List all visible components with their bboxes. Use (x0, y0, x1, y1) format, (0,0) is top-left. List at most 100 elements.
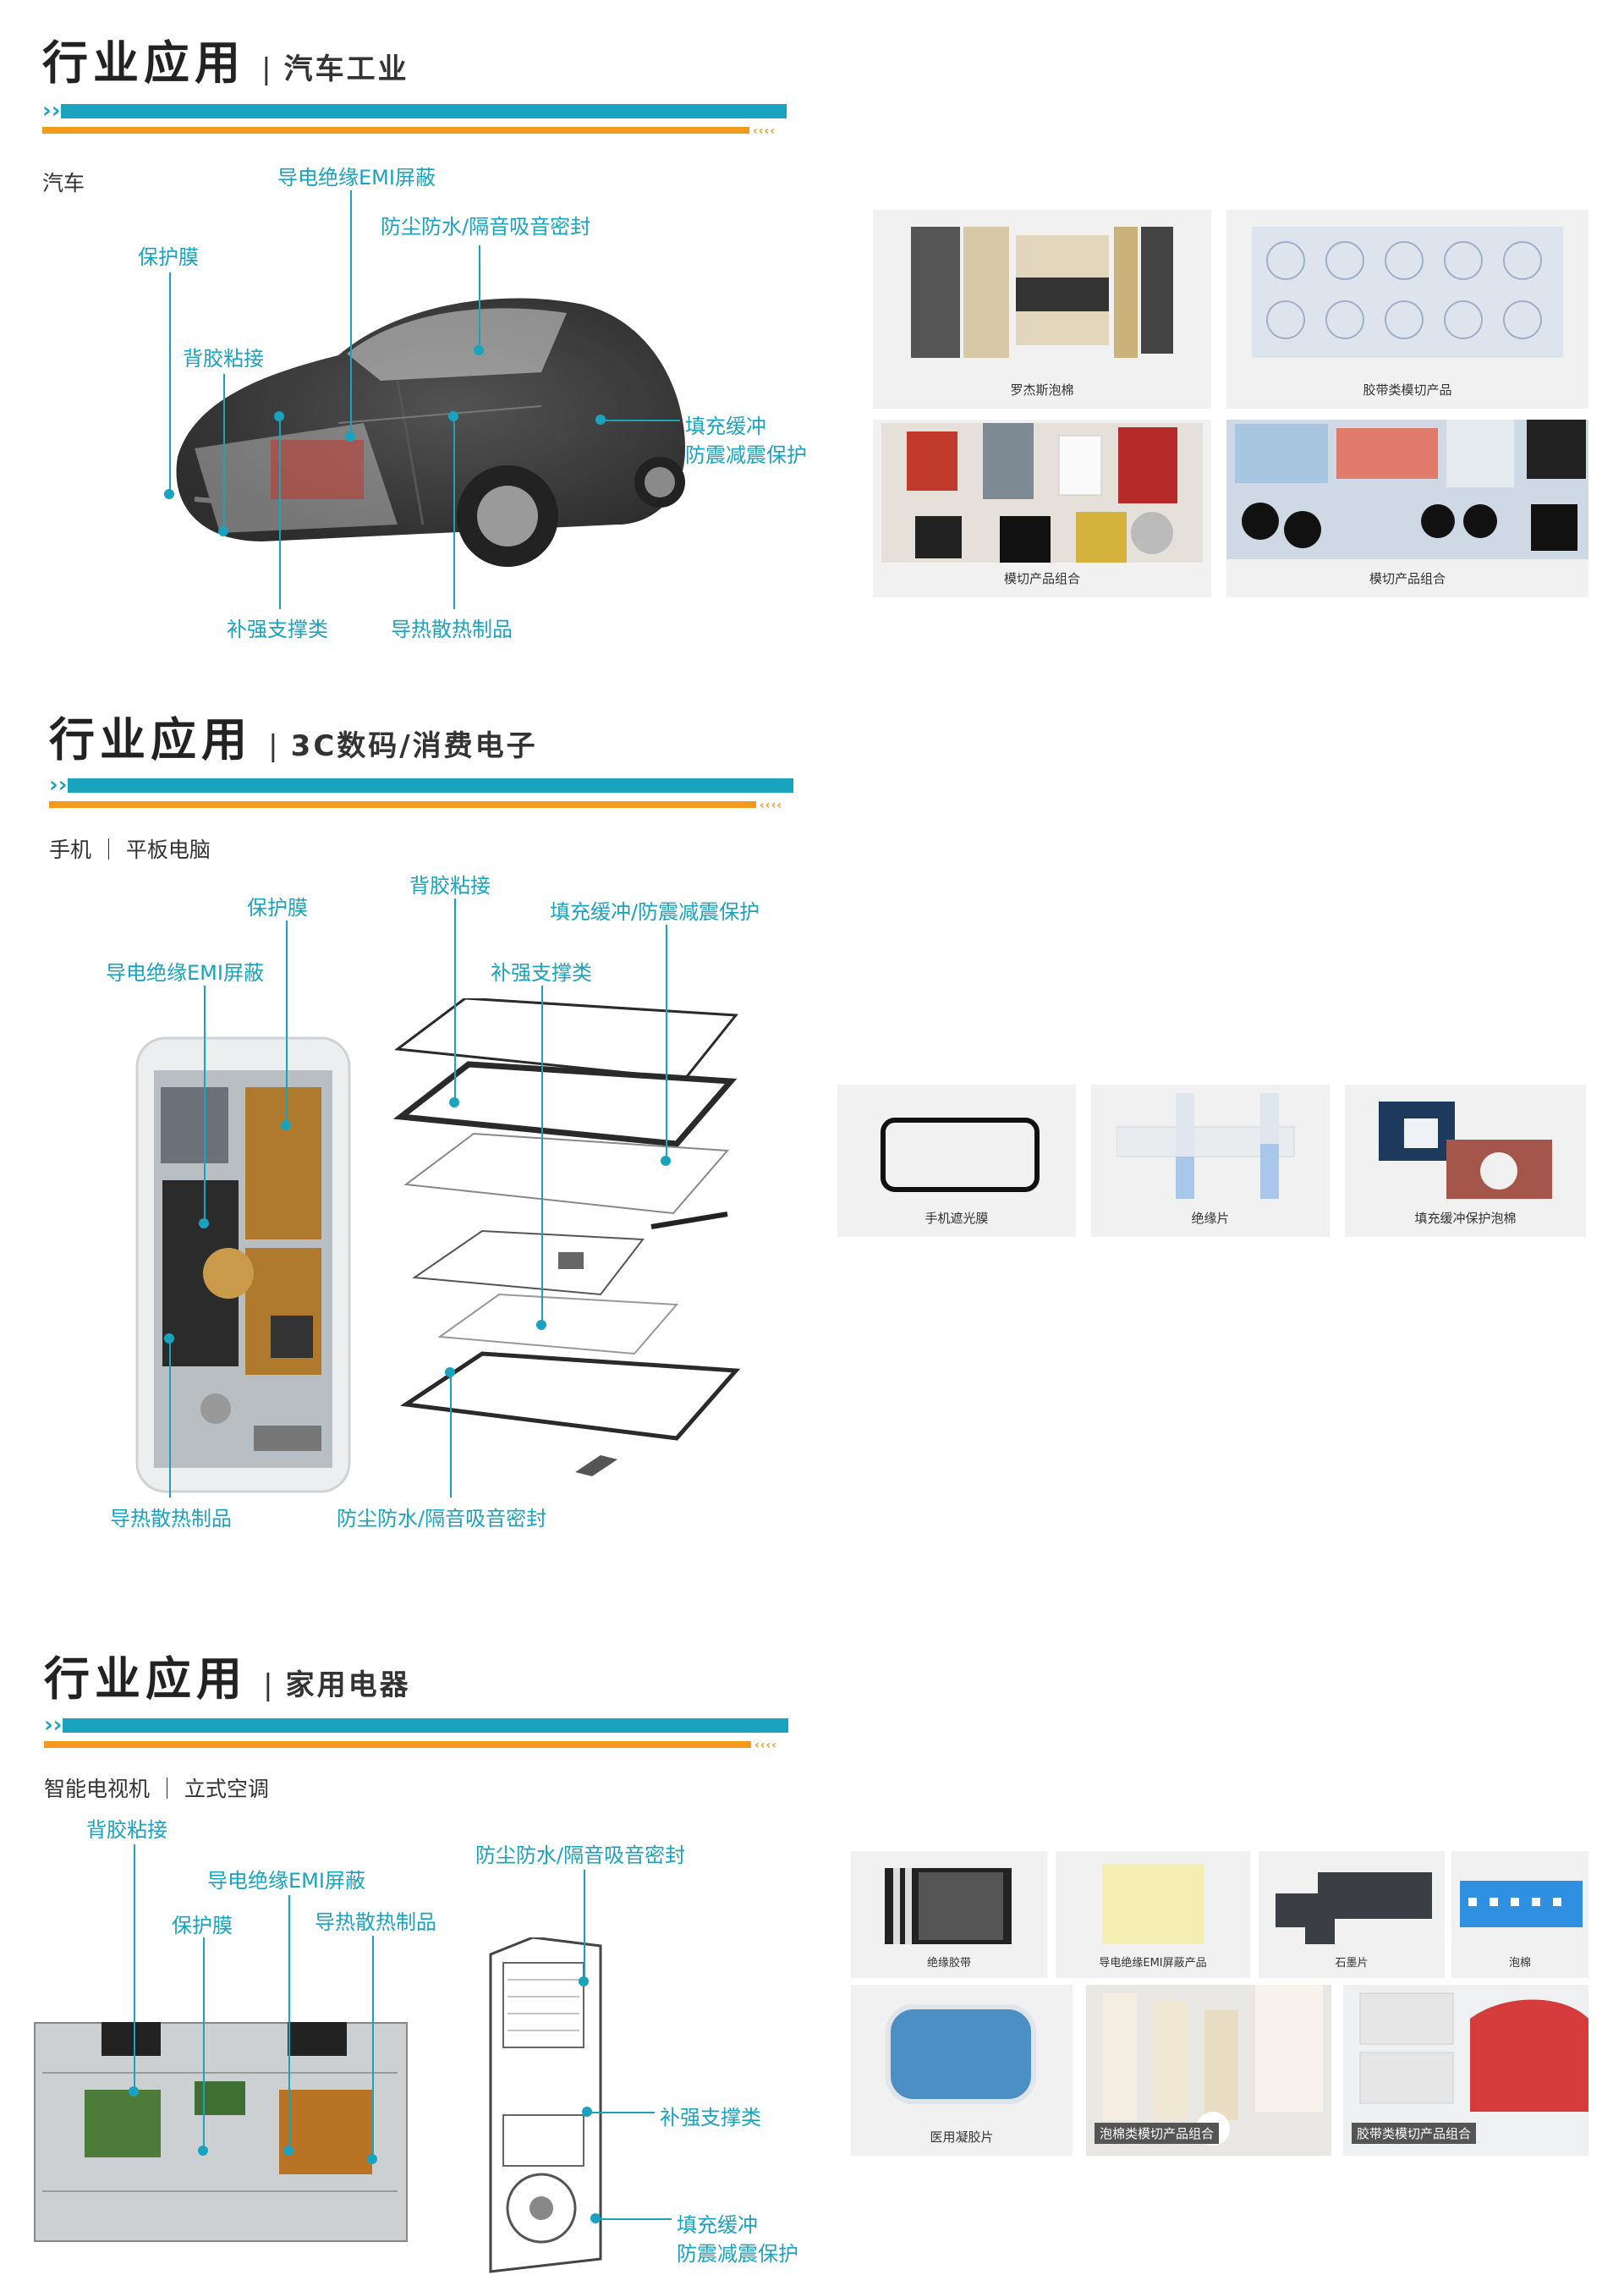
label-reinforce: 补强支撑类 (491, 961, 592, 985)
label-thermal: 导热散热制品 (315, 1910, 436, 1934)
section-subtitle: 汽车工业 (283, 52, 409, 86)
chevron-right-icon: ›› (44, 1712, 63, 1738)
label-fill-2: 防震减震保护 (685, 443, 807, 467)
category-label: 汽车 (42, 171, 85, 195)
product-card: 绝缘片 (1091, 1085, 1330, 1237)
leader-line (453, 415, 455, 609)
tv-back-illustration (34, 2022, 408, 2242)
leader-line (203, 1937, 205, 2149)
product-caption: 泡棉类模切产品组合 (1095, 2123, 1220, 2144)
product-caption: 绝缘胶带 (926, 1957, 971, 1970)
leader-line (584, 1870, 585, 1980)
product-card: 石墨片 (1259, 1851, 1445, 1978)
title-separator: | (261, 52, 272, 86)
product-caption: 模切产品组合 (1003, 571, 1080, 586)
leader-line (169, 272, 171, 494)
label-fill-1: 填充缓冲 (685, 415, 766, 438)
section-subtitle: 3C数码/消费电子 (290, 729, 538, 763)
section-title: 行业应用 (49, 713, 252, 767)
leader-dot (367, 2154, 377, 2164)
label-adhesive: 背胶粘接 (183, 347, 264, 371)
product-card: 泡棉类模切产品组合 (1086, 1985, 1331, 2156)
leader-line (223, 374, 225, 535)
label-thermal: 导热散热制品 (110, 1507, 232, 1530)
leader-line (602, 420, 680, 421)
leader-dot (474, 345, 484, 355)
product-photo (1379, 1093, 1556, 1203)
product-photo (1102, 1864, 1204, 1944)
product-card: 泡棉 (1451, 1851, 1588, 1978)
label-fill-1: 填充缓冲 (677, 2213, 758, 2237)
leader-dot (198, 2146, 208, 2156)
section-home-appliances: 行业应用 | 家用电器 ›› ‹‹‹‹ 智能电视机 ｜ 立式空调 (0, 1616, 1624, 2286)
leader-dot (218, 526, 228, 536)
chevron-right-icon: ›› (49, 772, 68, 798)
title-bar-blue (68, 778, 793, 793)
category-label: 手机 ｜ 平板电脑 (49, 838, 211, 862)
label-reinforce: 补强支撑类 (227, 618, 328, 641)
product-photo (1267, 1868, 1436, 1948)
title-bar-blue (61, 104, 787, 118)
product-photo (1460, 1881, 1583, 1927)
leader-line (541, 986, 543, 1324)
label-emi: 导电绝缘EMI屏蔽 (207, 1869, 365, 1893)
product-caption: 罗杰斯泡棉 (1010, 382, 1074, 398)
section-header: 行业应用 | 3C数码/消费电子 (49, 702, 538, 769)
leader-line (666, 925, 667, 1160)
label-emi: 导电绝缘EMI屏蔽 (277, 166, 436, 190)
label-emi: 导电绝缘EMI屏蔽 (106, 961, 264, 985)
product-caption: 绝缘片 (1191, 1211, 1230, 1226)
label-protective-film: 保护膜 (247, 896, 308, 920)
product-photo (1116, 1093, 1303, 1203)
leader-dot (281, 1120, 291, 1130)
product-card: 胶带类模切产品 (1226, 210, 1588, 409)
leader-line (350, 190, 352, 436)
leader-line (169, 1337, 171, 1497)
product-caption: 填充缓冲保护泡棉 (1414, 1211, 1517, 1226)
section-title: 行业应用 (42, 36, 245, 90)
leader-dot (661, 1156, 671, 1166)
label-reinforce: 补强支撑类 (660, 2106, 761, 2129)
car-illustration (144, 254, 702, 584)
product-card: 绝缘胶带 (851, 1851, 1047, 1978)
leader-line (204, 986, 206, 1223)
product-photo (885, 1868, 1012, 1944)
chevron-left-icon: ‹‹‹‹ (754, 1739, 778, 1752)
leader-dot (345, 431, 355, 442)
label-adhesive: 背胶粘接 (409, 874, 491, 898)
title-separator: | (263, 1668, 273, 1702)
product-photo (880, 1117, 1040, 1193)
section-header: 行业应用 | 汽车工业 (42, 25, 409, 92)
product-photo (881, 423, 1203, 563)
product-caption: 胶带类模切产品组合 (1352, 2123, 1477, 2144)
product-card: 模切产品组合 (1226, 420, 1588, 597)
leader-dot (590, 2213, 601, 2223)
product-card: 填充缓冲保护泡棉 (1345, 1085, 1586, 1237)
label-protective-film: 保护膜 (138, 245, 199, 269)
leader-dot (582, 2107, 592, 2117)
leader-line (134, 1844, 135, 2090)
product-card: 导电绝缘EMI屏蔽产品 (1056, 1851, 1250, 1978)
product-photo (1226, 420, 1588, 559)
leader-dot (595, 415, 606, 425)
product-card: 胶带类模切产品组合 (1343, 1985, 1588, 2156)
product-card: 手机遮光膜 (837, 1085, 1076, 1237)
leader-dot (579, 1976, 589, 1987)
title-bar-orange (42, 127, 749, 134)
category-label: 智能电视机 ｜ 立式空调 (44, 1777, 269, 1801)
leader-dot (164, 1333, 174, 1344)
leader-line (479, 245, 480, 347)
product-card: 模切产品组合 (873, 420, 1211, 597)
section-consumer-electronics: 行业应用 | 3C数码/消费电子 ›› ‹‹‹‹ 手机 ｜ 平板电脑 (0, 677, 1624, 1607)
leader-line (587, 2112, 655, 2113)
leader-dot (164, 489, 174, 499)
section-automotive: 行业应用 | 汽车工业 ›› ‹‹‹‹ 汽车 (0, 0, 1624, 660)
label-dust-seal: 防尘防水/隔音吸音密封 (381, 215, 591, 239)
leader-line (595, 2218, 672, 2220)
leader-dot (283, 2146, 294, 2156)
chevron-right-icon: ›› (42, 98, 61, 124)
product-caption: 手机遮光膜 (924, 1211, 989, 1226)
product-caption: 模切产品组合 (1369, 571, 1446, 586)
exploded-view-illustration (389, 998, 744, 1506)
product-card: 罗杰斯泡棉 (873, 210, 1211, 409)
